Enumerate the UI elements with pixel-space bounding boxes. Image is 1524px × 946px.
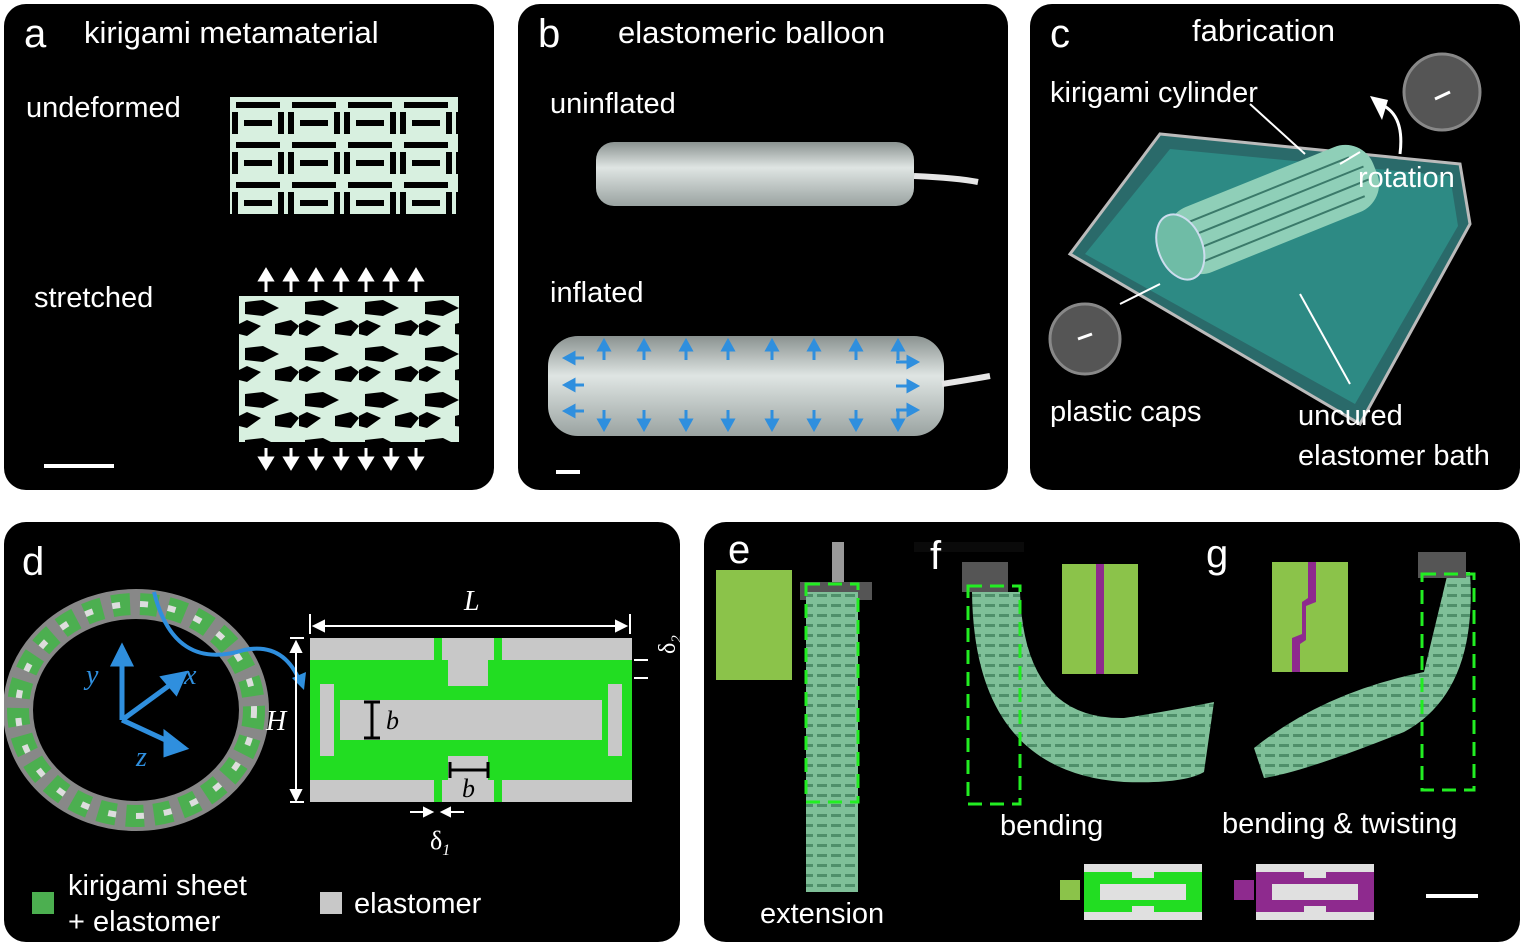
dimension-lines (289, 614, 648, 818)
legend-purple-swatch (1234, 880, 1254, 900)
plastic-caps-label: plastic caps (1050, 396, 1202, 428)
dimension-H: H (266, 706, 287, 737)
kirigami-cylinder (1155, 144, 1380, 281)
uninflated-balloon (596, 142, 914, 206)
callout-arrow (152, 591, 302, 683)
panel-d: d y x z L H b b δ1 δ2 kirigami sheet + e… (4, 522, 680, 942)
panel-c-graphics (1048, 52, 1482, 427)
inflated-balloon (548, 336, 944, 436)
e-dashed-outline (804, 582, 860, 804)
panel-b: b elastomeric balloon uninflated inflate… (518, 4, 1008, 490)
delta2-symbol: δ (655, 642, 680, 654)
panel-a-graphics (44, 97, 459, 471)
elastomer-bath-label: elastomer bath (1298, 440, 1490, 472)
panel-efg: e f g extension bending bending & twisti… (704, 522, 1520, 942)
panel-c-title: fabrication (1192, 13, 1336, 48)
panel-label-a: a (24, 12, 47, 56)
dimension-b-vertical: b (386, 706, 399, 735)
panel-d-graphics (4, 589, 648, 914)
stretch-arrows-top (257, 267, 424, 294)
delta1-symbol: δ (430, 826, 443, 855)
legend-green-swatch (1060, 880, 1080, 900)
legend-purple-cell (1256, 864, 1374, 920)
panel-label-e: e (728, 528, 751, 572)
axis-z-label: z (136, 742, 147, 773)
panel-label-d: d (22, 540, 45, 584)
uninflated-label: uninflated (550, 88, 676, 120)
f-bent-tube (972, 592, 1214, 783)
panel-label-b: b (538, 12, 561, 56)
undeformed-label: undeformed (26, 92, 181, 124)
panel-b-title: elastomeric balloon (618, 15, 886, 50)
kirigami-cylinder-label: kirigami cylinder (1050, 77, 1258, 109)
legend-swatch-elastomer (320, 892, 342, 914)
legend-elastomer: elastomer (354, 888, 482, 920)
uncured-label: uncured (1298, 400, 1403, 432)
extension-caption: extension (760, 898, 885, 930)
coordinate-axes (109, 642, 190, 758)
panel-efg-graphics (716, 542, 1478, 920)
legend-green-cell (1084, 864, 1202, 920)
undeformed-pattern (230, 97, 458, 214)
dimension-b-horizontal: b (462, 774, 475, 803)
legend-kirigami-line1: kirigami sheet (68, 870, 247, 902)
axis-y-label: y (86, 660, 99, 691)
unit-cell (310, 638, 632, 802)
panel-label-f: f (930, 534, 942, 578)
e-extended-tube (806, 592, 858, 892)
pressure-arrows (561, 337, 921, 433)
stretched-label: stretched (34, 282, 154, 314)
delta2-label: δ2 (655, 635, 680, 654)
panel-a-title: kirigami metamaterial (84, 15, 379, 50)
panel-label-g: g (1206, 532, 1229, 576)
inflated-label: inflated (550, 277, 644, 309)
g-twisted-tube (1254, 572, 1471, 778)
panel-label-c: c (1050, 12, 1070, 56)
plastic-cap-left (1048, 302, 1122, 376)
stretched-pattern (239, 296, 459, 442)
stretch-arrows-bottom (257, 446, 424, 471)
panel-c: c fabrication kirigami cylinder rotation… (1030, 4, 1520, 490)
panel-b-graphics (548, 142, 991, 474)
leader-lines (1119, 103, 1361, 385)
inflated-tube (941, 373, 991, 387)
plastic-cap-right (1402, 52, 1482, 132)
delta1-label: δ1 (430, 828, 450, 859)
e-strain-map (716, 570, 792, 680)
kirigami-ring (4, 589, 269, 831)
uninflated-tube (913, 173, 979, 185)
delta2-subscript: 2 (669, 635, 680, 643)
legend-kirigami-line2: + elastomer (68, 906, 221, 938)
delta1-subscript: 1 (442, 842, 451, 860)
bending-caption: bending (1000, 810, 1104, 842)
bending-twisting-caption: bending & twisting (1222, 808, 1458, 840)
g-dashed-outline (1420, 572, 1476, 792)
f-dashed-outline (966, 584, 1022, 806)
legend-swatch-kirigami (32, 892, 54, 914)
dimension-L: L (464, 586, 480, 617)
axis-x-label: x (184, 660, 197, 691)
rotation-label: rotation (1358, 162, 1455, 194)
panel-a: a kirigami metamaterial undeformed stret… (4, 4, 494, 490)
